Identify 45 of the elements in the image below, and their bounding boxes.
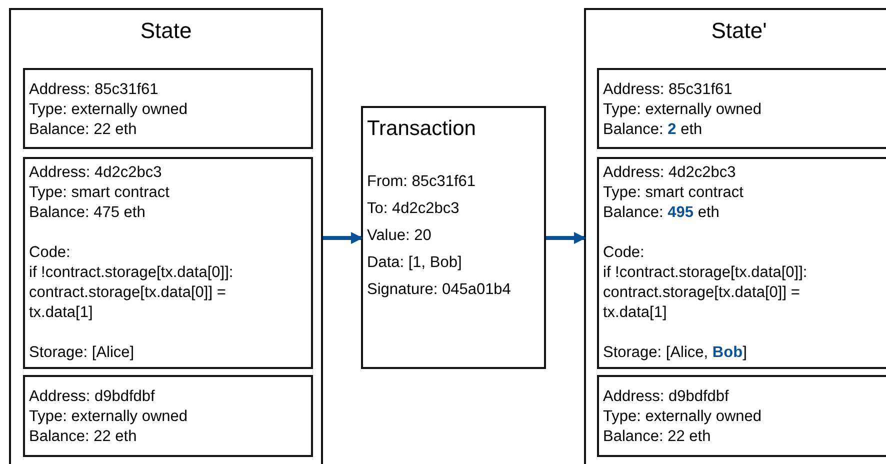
field-text: From: 85c31f61 [367, 172, 476, 192]
field-text: Balance: 495 eth [603, 203, 720, 223]
field-text: Type: externally owned [603, 407, 762, 427]
field-text: Type: smart contract [603, 183, 744, 203]
field-text: To: 4d2c2bc3 [367, 199, 460, 219]
state-panel [9, 8, 323, 464]
field-text: Code: [603, 243, 644, 263]
transaction-box [361, 106, 546, 369]
contract-account-box [23, 157, 313, 369]
account-box [597, 375, 886, 457]
field-text: Address: d9bdfdbf [29, 387, 155, 407]
code-line: if !contract.storage[tx.data[0]]: [603, 263, 808, 283]
field-text: Balance: 22 eth [603, 427, 711, 447]
field-text: Signature: 045a01b4 [367, 280, 511, 300]
account-box [23, 68, 313, 149]
arrow [323, 232, 363, 244]
code-line: contract.storage[tx.data[0]] = tx.data[1] [29, 283, 227, 323]
panel-title: State' [710, 18, 768, 44]
box-title: Transaction [367, 116, 476, 142]
state-panel [584, 8, 886, 464]
field-text: Code: [29, 243, 70, 263]
contract-account-box [597, 157, 886, 369]
field-text: Balance: 22 eth [29, 427, 137, 447]
field-text: Value: 20 [367, 226, 432, 246]
field-text: Address: d9bdfdbf [603, 387, 729, 407]
panel-title: State [139, 18, 193, 44]
field-text: Type: externally owned [29, 100, 188, 120]
field-text: Address: 85c31f61 [603, 80, 732, 100]
field-text: Address: 4d2c2bc3 [603, 163, 736, 183]
field-text: Balance: 475 eth [29, 203, 146, 223]
field-text: Balance: 22 eth [29, 120, 137, 140]
field-text: Type: externally owned [29, 407, 188, 427]
field-text: Type: smart contract [29, 183, 170, 203]
account-box [23, 375, 313, 457]
field-text: Address: 85c31f61 [29, 80, 158, 100]
field-text: Storage: [Alice, Bob] [603, 343, 747, 363]
account-box [597, 68, 886, 149]
field-text: Storage: [Alice] [29, 343, 134, 363]
field-text: Type: externally owned [603, 100, 762, 120]
field-text: Balance: 2 eth [603, 120, 702, 140]
arrow [546, 232, 586, 244]
code-line: if !contract.storage[tx.data[0]]: [29, 263, 234, 283]
field-text: Data: [1, Bob] [367, 253, 462, 273]
field-text: Address: 4d2c2bc3 [29, 163, 162, 183]
code-line: contract.storage[tx.data[0]] = tx.data[1] [603, 283, 801, 323]
